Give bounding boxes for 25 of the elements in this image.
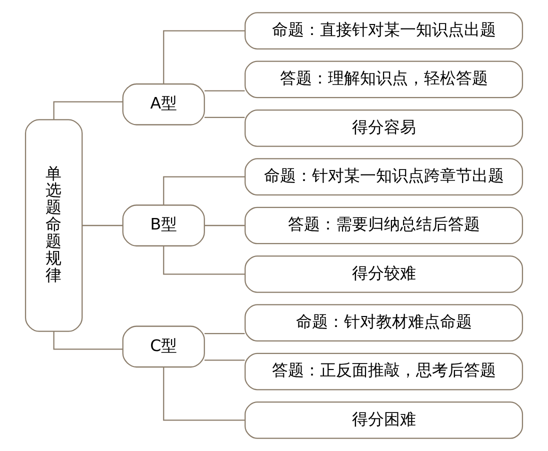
connector xyxy=(204,224,245,226)
node-box: 单选题命题规律 xyxy=(24,119,83,332)
node-box: 命题：直接针对某一知识点出题 xyxy=(244,12,524,50)
node-box: 得分容易 xyxy=(244,109,524,147)
node-box: 得分较难 xyxy=(244,256,524,293)
node-box: 命题：针对教材难点命题 xyxy=(244,304,524,342)
node-box: C型 xyxy=(122,326,205,368)
connector xyxy=(204,360,245,361)
connector xyxy=(82,224,123,226)
connector xyxy=(204,90,245,92)
connector xyxy=(204,333,245,334)
node-box: 答题：正反面推敲，思考后答题 xyxy=(244,352,524,390)
connector xyxy=(163,246,245,275)
node-box: B型 xyxy=(122,204,205,246)
node-box: A型 xyxy=(122,83,205,126)
connector xyxy=(163,367,245,421)
connector xyxy=(53,331,123,350)
connector xyxy=(204,116,245,118)
connector xyxy=(163,176,245,205)
node-box: 答题：需要归纳总结后答题 xyxy=(244,206,524,244)
node-box: 命题：针对某一知识点跨章节出题 xyxy=(244,158,524,196)
node-box: 得分困难 xyxy=(244,402,524,439)
connector xyxy=(53,101,123,120)
node-box: 答题：理解知识点，轻松答题 xyxy=(244,60,524,98)
connector xyxy=(163,30,245,84)
